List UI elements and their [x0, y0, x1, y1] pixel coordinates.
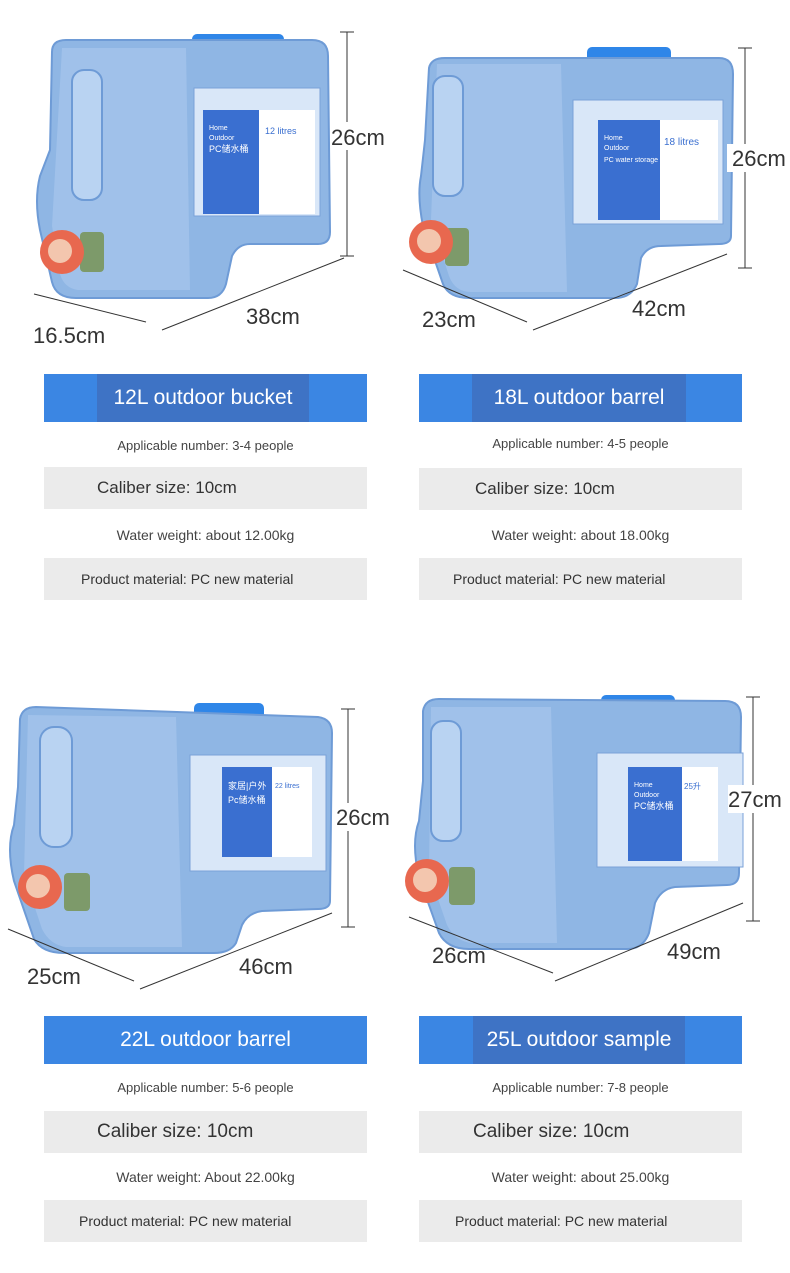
label-line-2: Outdoor	[634, 792, 660, 799]
dim-length: 49cm	[667, 939, 721, 964]
product-card-12l: Home Outdoor PC储水桶 12 litres 26cm 38cm 1…	[0, 0, 395, 636]
product-title: 25L outdoor sample	[473, 1016, 685, 1064]
product-card-22l: 家居|户外 Pc储水桶 22 litres 26cm 46cm 25cm 22L…	[0, 637, 395, 1273]
water-weight: Water weight: about 12.00kg	[116, 527, 295, 543]
label-capacity: 12 litres	[265, 126, 297, 136]
dim-height: 26cm	[732, 146, 786, 171]
caliber-size: Caliber size: 10cm	[44, 467, 367, 509]
label-line-2: Outdoor	[604, 145, 630, 152]
water-weight: Water weight: about 25.00kg	[491, 1169, 670, 1185]
label-line-2: Outdoor	[209, 135, 235, 142]
product-card-25l: Home Outdoor PC储水桶 25升 27cm 49cm 26cm 25…	[375, 637, 788, 1273]
label-line-2: Pc储水桶	[228, 794, 266, 805]
label-line-1: 家居|户外	[228, 780, 266, 791]
dim-length: 38cm	[246, 304, 300, 329]
product-material: Product material: PC new material	[419, 1200, 742, 1242]
dim-length: 42cm	[632, 296, 686, 321]
applicable-number: Applicable number: 7-8 people	[492, 1080, 669, 1095]
product-title: 12L outdoor bucket	[97, 374, 309, 422]
applicable-number: Applicable number: 5-6 people	[117, 1080, 294, 1095]
applicable-number: Applicable number: 3-4 people	[117, 438, 294, 453]
caliber-size: Caliber size: 10cm	[419, 1111, 742, 1153]
dim-length: 46cm	[239, 954, 293, 979]
dim-height: 26cm	[336, 805, 390, 830]
water-weight: Water weight: About 22.00kg	[116, 1169, 295, 1185]
label-capacity: 22 litres	[275, 783, 300, 790]
dim-height: 27cm	[728, 787, 782, 812]
label-line-1: Home	[209, 125, 228, 132]
caliber-size: Caliber size: 10cm	[419, 468, 742, 510]
title-bar: 25L outdoor sample	[419, 1016, 742, 1064]
label-line-3: PC water storage ...	[604, 157, 666, 164]
water-weight: Water weight: about 18.00kg	[491, 527, 670, 543]
product-material: Product material: PC new material	[419, 558, 742, 600]
title-bar: 18L outdoor barrel	[419, 374, 742, 422]
product-title: 22L outdoor barrel	[44, 1016, 367, 1064]
label-capacity: 25升	[684, 782, 701, 791]
applicable-number: Applicable number: 4-5 people	[492, 436, 669, 451]
product-material: Product material: PC new material	[44, 558, 367, 600]
dim-depth: 25cm	[27, 964, 81, 989]
water-container-25l-image: Home Outdoor PC储水桶 25升 27cm 49cm 26cm	[405, 695, 788, 982]
label-line-1: Home	[604, 135, 623, 142]
label-capacity: 18 litres	[664, 137, 699, 148]
product-card-18l: Home Outdoor PC water storage ... 18 lit…	[375, 0, 787, 636]
product-material: Product material: PC new material	[44, 1200, 367, 1242]
dim-depth: 26cm	[432, 943, 486, 968]
product-title: 18L outdoor barrel	[472, 374, 686, 422]
dim-depth: 16.5cm	[33, 323, 105, 348]
label-line-1: Home	[634, 782, 653, 789]
label-line-3: PC储水桶	[209, 143, 249, 154]
dim-height: 26cm	[331, 125, 385, 150]
label-line-3: PC储水桶	[634, 800, 674, 811]
water-container-12l-image: Home Outdoor PC储水桶 12 litres 26cm 38cm 1…	[33, 31, 392, 348]
dim-depth: 23cm	[422, 307, 476, 332]
water-container-22l-image: 家居|户外 Pc储水桶 22 litres 26cm 46cm 25cm	[7, 703, 394, 990]
water-container-18l-image: Home Outdoor PC water storage ... 18 lit…	[402, 47, 787, 332]
title-bar: 12L outdoor bucket	[44, 374, 367, 422]
title-bar: 22L outdoor barrel	[44, 1016, 367, 1064]
caliber-size: Caliber size: 10cm	[44, 1111, 367, 1153]
